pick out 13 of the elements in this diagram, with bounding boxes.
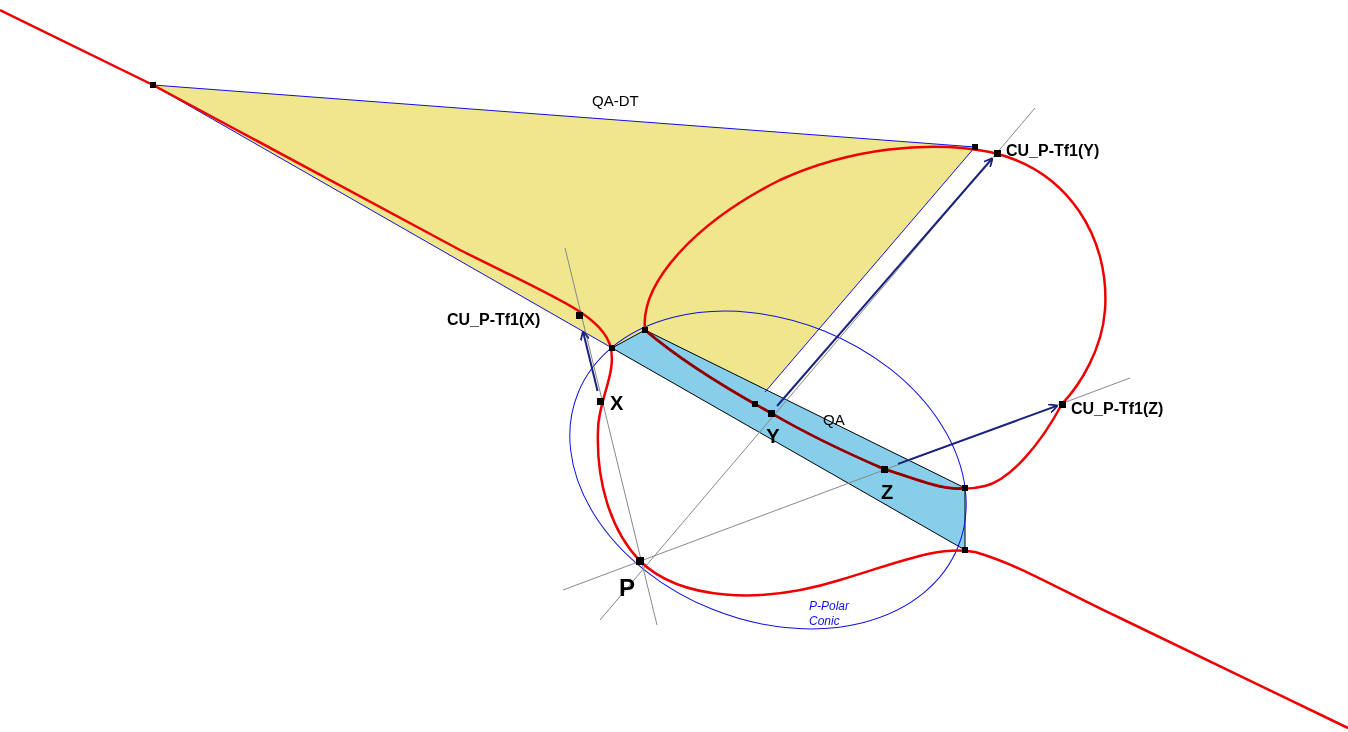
point-label: CU_P-Tf1(Z) bbox=[1057, 397, 1190, 421]
arrow bbox=[897, 403, 1059, 465]
curve-label: P-Polar Conic bbox=[809, 599, 851, 629]
point-label: X bbox=[596, 391, 630, 415]
point-label: Z bbox=[876, 462, 898, 504]
point-label: CU_P-Tf1(Y) bbox=[992, 139, 1132, 163]
arrow bbox=[579, 330, 599, 392]
shape-label: QA bbox=[823, 411, 845, 428]
arrow bbox=[776, 157, 994, 407]
point-label: P bbox=[619, 574, 635, 602]
shape-label: QA-DT bbox=[592, 92, 639, 109]
point-label: CU_P-Tf1(X) bbox=[447, 308, 584, 332]
point-label: Y bbox=[762, 406, 784, 450]
